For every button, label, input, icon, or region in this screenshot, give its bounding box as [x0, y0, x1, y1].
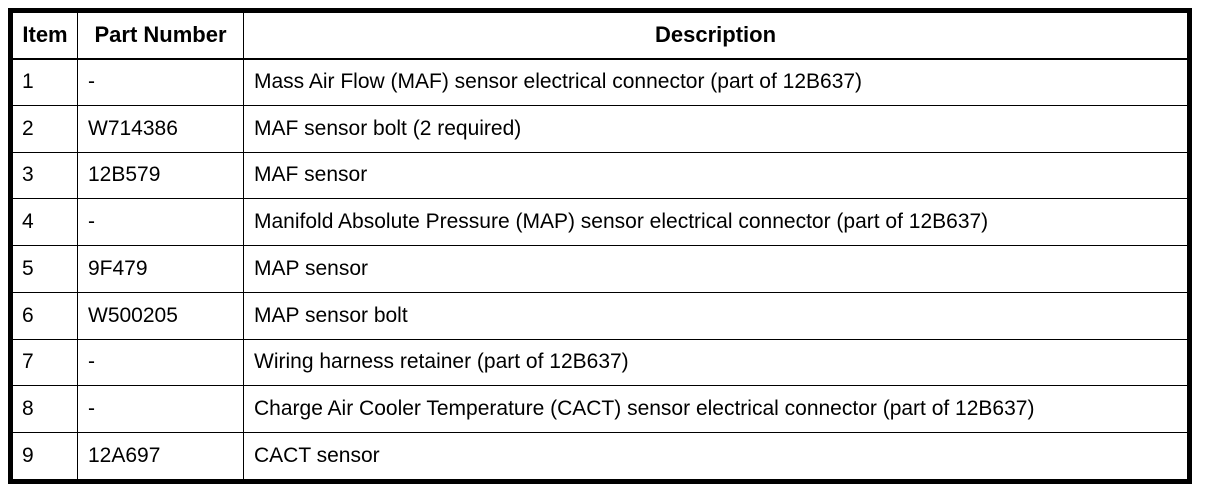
- cell-item: 9: [12, 432, 78, 480]
- parts-table-container: Item Part Number Description 1-Mass Air …: [8, 8, 1192, 484]
- cell-description: Manifold Absolute Pressure (MAP) sensor …: [243, 198, 1188, 247]
- cell-description: CACT sensor: [243, 432, 1188, 480]
- cell-description: MAF sensor bolt (2 required): [243, 104, 1188, 153]
- cell-part-number: -: [77, 385, 244, 434]
- cell-part-number: W500205: [77, 291, 244, 340]
- column-header-item: Item: [12, 12, 78, 60]
- cell-item: 2: [12, 104, 78, 153]
- parts-table: Item Part Number Description 1-Mass Air …: [12, 12, 1188, 480]
- cell-description: Wiring harness retainer (part of 12B637): [243, 338, 1188, 387]
- cell-description: Mass Air Flow (MAF) sensor electrical co…: [243, 57, 1188, 106]
- cell-description: Charge Air Cooler Temperature (CACT) sen…: [243, 385, 1188, 434]
- cell-part-number: -: [77, 57, 244, 106]
- cell-description: MAP sensor bolt: [243, 291, 1188, 340]
- cell-description: MAF sensor: [243, 151, 1188, 200]
- cell-description: MAP sensor: [243, 245, 1188, 293]
- cell-item: 7: [12, 338, 78, 387]
- table-row: 4-Manifold Absolute Pressure (MAP) senso…: [12, 198, 1188, 247]
- cell-part-number: 12A697: [77, 432, 244, 480]
- column-header-part-number: Part Number: [77, 12, 244, 60]
- cell-item: 3: [12, 151, 78, 200]
- table-header: Item Part Number Description: [12, 12, 1188, 60]
- table-row: 7-Wiring harness retainer (part of 12B63…: [12, 338, 1188, 387]
- table-row: 8-Charge Air Cooler Temperature (CACT) s…: [12, 385, 1188, 434]
- cell-item: 8: [12, 385, 78, 434]
- cell-item: 5: [12, 245, 78, 293]
- table-row: 1-Mass Air Flow (MAF) sensor electrical …: [12, 57, 1188, 106]
- cell-part-number: 12B579: [77, 151, 244, 200]
- table-body: 1-Mass Air Flow (MAF) sensor electrical …: [12, 57, 1188, 480]
- cell-item: 6: [12, 291, 78, 340]
- cell-part-number: 9F479: [77, 245, 244, 293]
- cell-item: 1: [12, 57, 78, 106]
- column-header-description: Description: [243, 12, 1188, 60]
- cell-part-number: W714386: [77, 104, 244, 153]
- cell-part-number: -: [77, 338, 244, 387]
- cell-part-number: -: [77, 198, 244, 247]
- cell-item: 4: [12, 198, 78, 247]
- table-header-row: Item Part Number Description: [12, 12, 1188, 60]
